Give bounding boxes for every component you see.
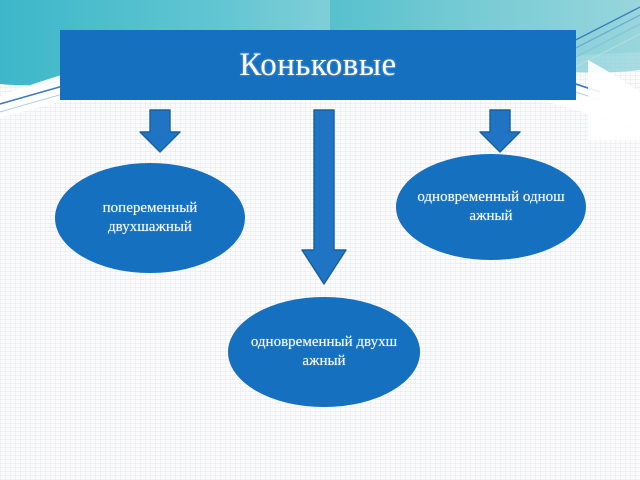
page-title: Коньковые [60, 30, 576, 100]
page-title-text: Коньковые [239, 46, 397, 83]
arrow-down-left-icon [139, 109, 181, 153]
node-odnovremenny-dvuhshazhny: одновременный двухшажный [228, 297, 420, 407]
node-label: попеременный двухшажный [102, 199, 198, 235]
white-corner-right [588, 60, 640, 140]
node-label: одновременный одношажный [417, 188, 565, 224]
node-odnovremenny-odnoshazhny: одновременный одношажный [396, 154, 586, 260]
node-poperemenny-dvuhshazhny: попеременный двухшажный [55, 163, 245, 273]
arrow-down-right-icon [479, 109, 521, 153]
arrow-down-center-icon [301, 109, 347, 285]
node-label: одновременный двухшажный [250, 333, 398, 369]
